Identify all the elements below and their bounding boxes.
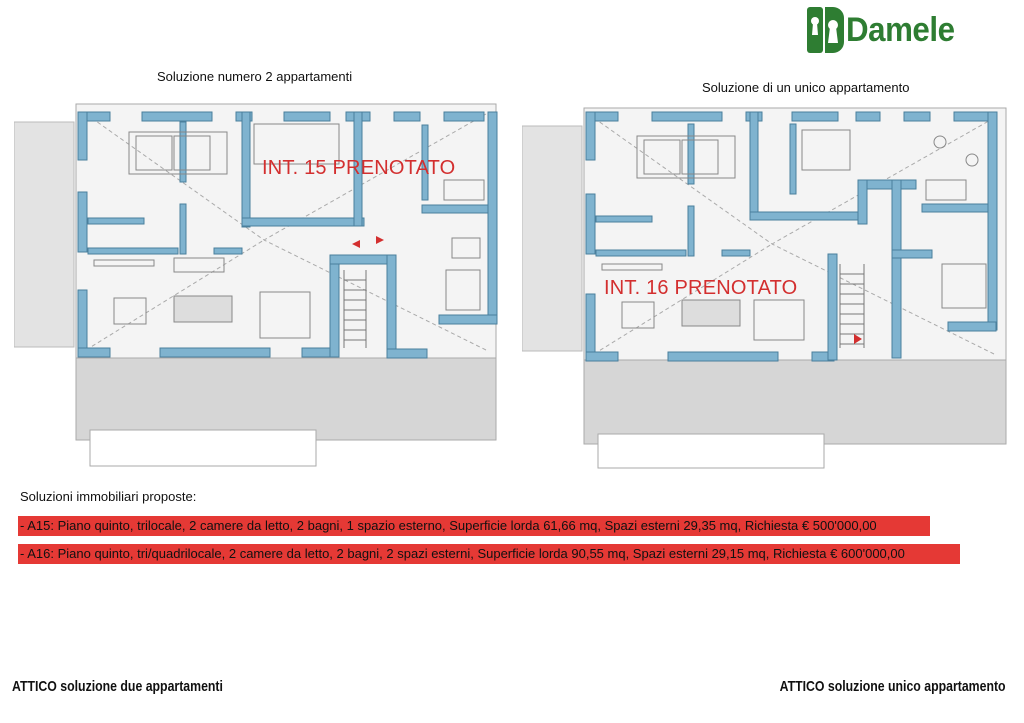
int-15-reserved-stamp: INT. 15 PRENOTATO <box>262 157 456 179</box>
left-plan-caption: Soluzione numero 2 appartamenti <box>157 69 353 84</box>
floor-plan-two-apartments <box>14 103 498 467</box>
right-plan-caption: Soluzione di un unico appartamento <box>702 80 910 95</box>
listing-item-a15: - A15: Piano quinto, trilocale, 2 camere… <box>18 516 930 536</box>
footer-right-label: ATTICO soluzione unico appartamento <box>780 678 1006 695</box>
listing-heading: Soluzioni immobiliari proposte: <box>20 489 197 504</box>
int-16-reserved-stamp: INT. 16 PRENOTATO <box>604 277 798 299</box>
listing-item-a16: - A16: Piano quinto, tri/quadrilocale, 2… <box>18 544 960 564</box>
keyhole-logo-icon <box>807 7 844 53</box>
footer-left-label: ATTICO soluzione due appartamenti <box>12 678 223 695</box>
floor-plan-single-apartment <box>522 107 1007 469</box>
brand-logo: Damele <box>806 4 964 56</box>
brand-name: Damele <box>846 10 955 49</box>
